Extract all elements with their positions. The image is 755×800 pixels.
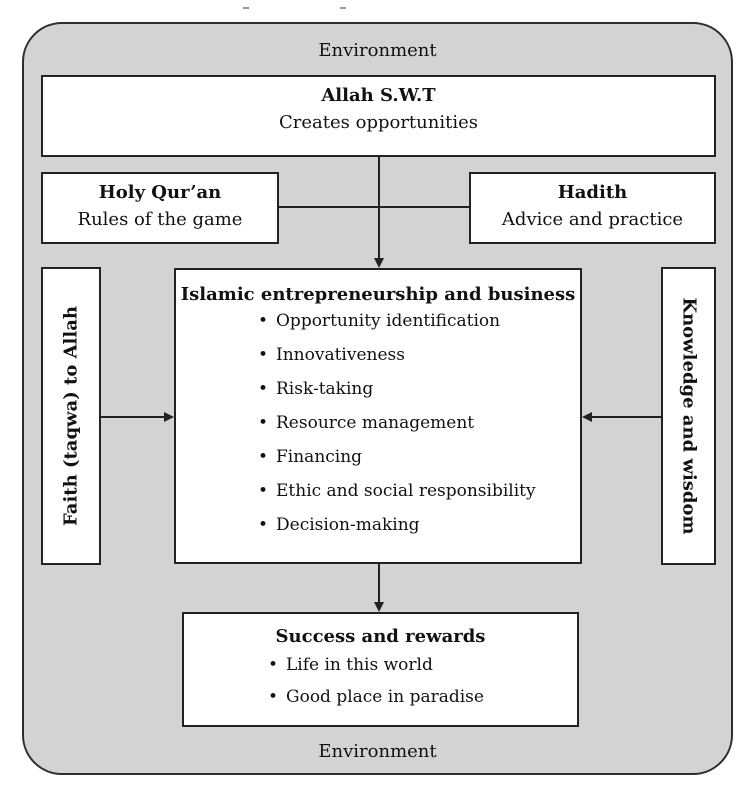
success-box: Success and rewards Life in this world G…: [182, 612, 579, 727]
center-list-item: Opportunity identification: [258, 311, 580, 345]
quran-title: Holy Qur’an: [98, 182, 222, 203]
center-list-item: Innovativeness: [258, 345, 580, 379]
hadith-subtitle: Advice and practice: [501, 209, 684, 230]
center-list-item: Resource management: [258, 413, 580, 447]
center-list: Opportunity identification Innovativenes…: [258, 311, 580, 549]
center-list-item: Financing: [258, 447, 580, 481]
environment-label-top: Environment: [318, 40, 437, 61]
center-list-item: Decision-making: [258, 515, 580, 549]
success-list: Life in this world Good place in paradis…: [268, 655, 577, 719]
knowledge-box: Knowledge and wisdom: [661, 267, 716, 565]
faith-box: Faith (taqwa) to Allah: [41, 267, 101, 565]
allah-box: Allah S.W.T Creates opportunities: [41, 75, 716, 157]
center-list-item: Ethic and social responsibility: [258, 481, 580, 515]
top-artifact-mark: [243, 7, 249, 9]
top-artifact-mark-2: [340, 7, 346, 9]
hadith-title: Hadith: [557, 182, 628, 203]
success-title: Success and rewards: [275, 626, 486, 647]
hadith-box: Hadith Advice and practice: [469, 172, 716, 244]
center-box: Islamic entrepreneurship and business Op…: [174, 268, 582, 564]
success-list-item: Life in this world: [268, 655, 577, 687]
allah-title: Allah S.W.T: [321, 85, 436, 106]
center-list-item: Risk-taking: [258, 379, 580, 413]
allah-subtitle: Creates opportunities: [279, 112, 478, 133]
quran-box: Holy Qur’an Rules of the game: [41, 172, 279, 244]
quran-subtitle: Rules of the game: [77, 209, 243, 230]
center-title: Islamic entrepreneurship and business: [180, 284, 576, 305]
success-list-item: Good place in paradise: [268, 687, 577, 719]
environment-label-bottom: Environment: [318, 741, 437, 762]
